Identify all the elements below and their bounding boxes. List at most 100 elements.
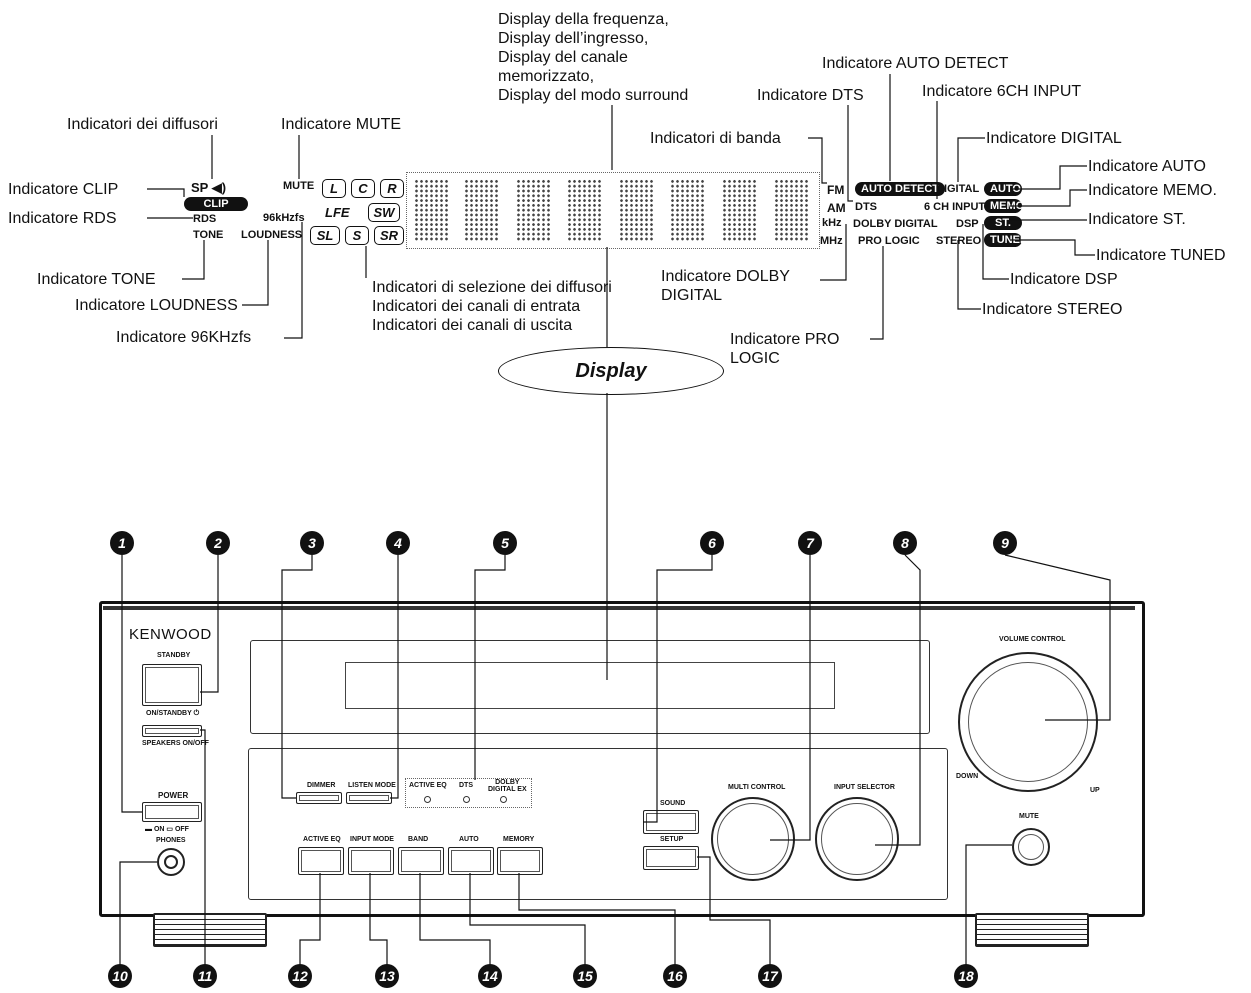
callout-number-8: 8	[893, 531, 917, 555]
callout-number-9: 9	[993, 531, 1017, 555]
sound-label: SOUND	[660, 800, 686, 807]
lcd-speaker-L: L	[322, 179, 346, 198]
listen-mode-button[interactable]	[346, 792, 392, 804]
leader-clip	[147, 188, 185, 197]
lcd-auto-detect: AUTO DETECT	[855, 182, 946, 196]
volume-down-label: DOWN	[956, 773, 979, 780]
callout-number-2: 2	[206, 531, 230, 555]
leader-tone	[182, 240, 205, 280]
volume-control-label: VOLUME CONTROL	[999, 636, 1066, 643]
callout-number-11: 11	[193, 964, 217, 988]
lcd-char-3	[516, 179, 552, 241]
lcd-char-4	[567, 179, 603, 241]
lcd-rds: RDS	[193, 213, 217, 225]
label-digital: Indicatore DIGITAL	[986, 130, 1122, 147]
lcd-char-8	[774, 179, 810, 241]
phones-label: PHONES	[156, 837, 186, 844]
lcd-tone: TONE	[193, 229, 224, 241]
callout-number-18: 18	[954, 964, 978, 988]
label-mute: Indicatore MUTE	[281, 116, 402, 133]
memory-label: MEMORY	[503, 836, 535, 843]
lcd-memo: MEMO.	[984, 199, 1027, 213]
label-loudness: Indicatore LOUDNESS	[75, 297, 238, 314]
led-active-eq	[424, 796, 431, 803]
band-button[interactable]	[398, 847, 444, 875]
input-mode-label: INPUT MODE	[350, 836, 394, 843]
dimmer-button[interactable]	[296, 792, 342, 804]
label-96khz: Indicatore 96KHzfs	[116, 329, 252, 346]
lcd-dolby-digital: DOLBY DIGITAL	[853, 218, 938, 230]
volume-control-knob[interactable]	[958, 652, 1098, 792]
callout-number-16: 16	[663, 964, 687, 988]
lcd-96khz: 96kHzfs	[263, 212, 305, 224]
label-speaker-selection: Indicatori di selezione dei diffusori In…	[372, 279, 612, 334]
lcd-dts: DTS	[855, 201, 877, 213]
callout-number-4: 4	[386, 531, 410, 555]
lcd-lfe: LFE	[325, 205, 350, 220]
lcd-char-2	[464, 179, 500, 241]
lcd-char-1	[414, 179, 450, 241]
lcd-mhz: MHz	[820, 235, 843, 247]
label-rds: Indicatore RDS	[8, 210, 117, 227]
led-dolby	[500, 796, 507, 803]
lcd-khz: kHz	[822, 217, 842, 229]
setup-label: SETUP	[660, 836, 684, 843]
foot-left	[153, 913, 267, 947]
display-window-inner	[345, 662, 835, 709]
leader-stereo	[957, 240, 981, 310]
foot-right	[975, 913, 1089, 947]
lcd-am: AM	[827, 201, 846, 215]
power-label: POWER	[158, 791, 189, 800]
speakers-button[interactable]	[142, 725, 202, 737]
lcd-clip: CLIP	[184, 197, 248, 211]
callout-number-15: 15	[573, 964, 597, 988]
input-selector-knob[interactable]	[815, 797, 899, 881]
callout-number-12: 12	[288, 964, 312, 988]
leader-loudness	[242, 240, 269, 306]
label-st: Indicatore ST.	[1088, 211, 1186, 228]
lcd-char-7	[722, 179, 758, 241]
auto-button[interactable]	[448, 847, 494, 875]
auto-label: AUTO	[459, 836, 479, 843]
volume-up-label: UP	[1090, 787, 1100, 794]
lcd-speaker-R: R	[380, 179, 404, 198]
sound-button[interactable]	[643, 810, 699, 834]
leader-digital	[957, 137, 985, 182]
speakers-label: SPEAKERS ON/OFF	[142, 740, 209, 747]
dimmer-label: DIMMER	[307, 782, 336, 789]
label-frequency-display: Display della frequenza, Display dell’in…	[498, 11, 689, 104]
memory-button[interactable]	[497, 847, 543, 875]
lcd-speaker-S: S	[345, 226, 369, 245]
phones-jack[interactable]	[157, 848, 185, 876]
multi-control-knob[interactable]	[711, 797, 795, 881]
leader-dts	[847, 105, 853, 202]
mute-label: MUTE	[1019, 813, 1039, 820]
label-pro-logic: Indicatore PRO LOGIC	[730, 331, 840, 367]
multi-control-label: MULTI CONTROL	[728, 784, 786, 791]
lcd-pro-logic: PRO LOGIC	[858, 235, 920, 247]
leader-dolby	[820, 224, 847, 281]
active-eq-button[interactable]	[298, 847, 344, 875]
led-active-eq-label: ACTIVE EQ	[409, 782, 447, 789]
label-auto-detect: Indicatore AUTO DETECT	[822, 55, 1009, 72]
lcd-dsp: DSP	[956, 218, 979, 230]
power-button[interactable]	[142, 802, 202, 822]
callout-number-7: 7	[798, 531, 822, 555]
input-selector-label: INPUT SELECTOR	[834, 784, 895, 791]
listen-mode-label: LISTEN MODE	[348, 782, 396, 789]
callout-number-10: 10	[108, 964, 132, 988]
lcd-char-6	[670, 179, 706, 241]
input-mode-button[interactable]	[348, 847, 394, 875]
standby-label: STANDBY	[157, 652, 191, 659]
led-dts	[463, 796, 470, 803]
callout-number-13: 13	[375, 964, 399, 988]
setup-button[interactable]	[643, 846, 699, 870]
lcd-speaker-SR: SR	[374, 226, 404, 245]
label-tone: Indicatore TONE	[37, 271, 156, 288]
label-band: Indicatori di banda	[650, 130, 781, 147]
display-callout: Display	[498, 347, 724, 395]
mute-button[interactable]	[1012, 828, 1050, 866]
on-standby-button[interactable]	[142, 664, 202, 706]
active-eq-label: ACTIVE EQ	[303, 836, 341, 843]
brand-logo: KENWOOD	[129, 626, 212, 643]
